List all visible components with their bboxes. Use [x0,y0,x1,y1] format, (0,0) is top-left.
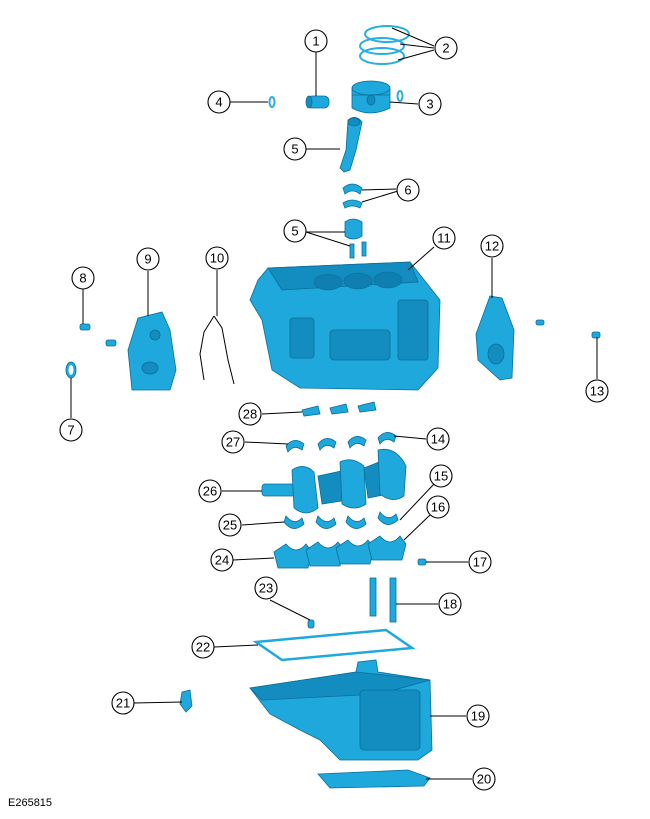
svg-text:10: 10 [210,251,224,266]
callout-27: 27 [221,430,245,454]
svg-text:9: 9 [144,252,151,267]
oil-pan-baffle-part [317,769,431,789]
callout-16: 16 [426,495,450,519]
callout-19: 19 [466,704,490,728]
rear-dowel-part-2 [591,331,601,339]
callout-20: 20 [472,767,496,791]
callout-4: 4 [207,90,231,114]
callout-5-cap: 5 [283,219,307,243]
svg-text:12: 12 [485,239,499,254]
svg-text:21: 21 [116,696,130,711]
oil-level-sensor-part [179,689,193,713]
rod-bearings-part [342,183,363,209]
svg-text:17: 17 [473,555,487,570]
svg-text:3: 3 [426,97,433,112]
callout-9: 9 [136,247,160,271]
front-cover-part [127,311,177,391]
callout-13: 13 [585,379,609,403]
callout-2: 2 [434,36,458,60]
oil-pan-part [249,659,433,761]
callout-24: 24 [210,548,234,572]
callout-8: 8 [71,266,95,290]
crankshaft-part [261,448,407,514]
svg-text:11: 11 [437,231,451,246]
cylinder-block-part [249,261,441,391]
callout-28: 28 [238,402,262,426]
rear-dowel-part [535,319,545,326]
svg-text:13: 13 [590,384,604,399]
pin-retainer-left-part [268,96,276,108]
svg-text:23: 23 [259,581,273,596]
piston-part [351,80,391,114]
svg-text:26: 26 [203,484,217,499]
callout-15: 15 [429,464,453,488]
callout-3: 3 [418,92,442,116]
callout-12: 12 [480,234,504,258]
dowel-part [79,323,91,331]
svg-text:15: 15 [434,469,448,484]
svg-text:14: 14 [431,432,445,447]
callout-11: 11 [432,226,456,250]
svg-text:28: 28 [243,407,257,422]
callout-7: 7 [59,418,83,442]
piston-rings-part [359,25,410,65]
callout-17: 17 [468,550,492,574]
svg-text:4: 4 [215,95,222,110]
svg-text:8: 8 [79,271,86,286]
leader-lines [70,27,598,780]
thrust-washers-part [301,401,377,417]
callout-25: 25 [218,513,242,537]
svg-text:25: 25 [223,518,237,533]
dowel-part-2 [105,339,117,347]
connecting-rod-part [339,117,363,173]
main-bearing-caps-part [273,535,407,569]
callout-21: 21 [111,691,135,715]
svg-text:22: 22 [196,640,210,655]
svg-text:27: 27 [226,435,240,450]
rod-cap-part [344,218,367,259]
svg-text:7: 7 [67,423,74,438]
svg-text:24: 24 [215,553,229,568]
callout-23: 23 [254,576,278,600]
cover-gasket-part [199,315,235,385]
callout-14: 14 [426,427,450,451]
callout-5-rod: 5 [283,137,307,161]
svg-text:19: 19 [471,709,485,724]
rear-cover-part [475,295,515,381]
callout-10: 10 [205,246,229,270]
svg-text:5: 5 [291,142,298,157]
callout-22: 22 [191,635,215,659]
svg-text:5: 5 [291,224,298,239]
upper-main-bearings-part [285,432,397,453]
svg-text:1: 1 [312,34,319,49]
callout-1: 1 [304,29,328,53]
callout-6: 6 [396,178,420,202]
svg-text:16: 16 [431,500,445,515]
svg-text:2: 2 [442,41,449,56]
svg-text:6: 6 [404,183,411,198]
lower-main-bearings-part [283,511,399,529]
pin-retainer-right-part [396,90,404,102]
oil-jet-part [417,558,427,566]
drain-plug-part [307,619,315,629]
callout-26: 26 [198,479,222,503]
oil-pan-gasket-part [252,628,416,662]
svg-text:20: 20 [477,772,491,787]
main-cap-bolts-part [369,577,397,623]
figure-code: E265815 [8,797,53,809]
svg-text:18: 18 [443,597,457,612]
piston-pin-part [305,95,330,109]
callout-18: 18 [438,592,462,616]
